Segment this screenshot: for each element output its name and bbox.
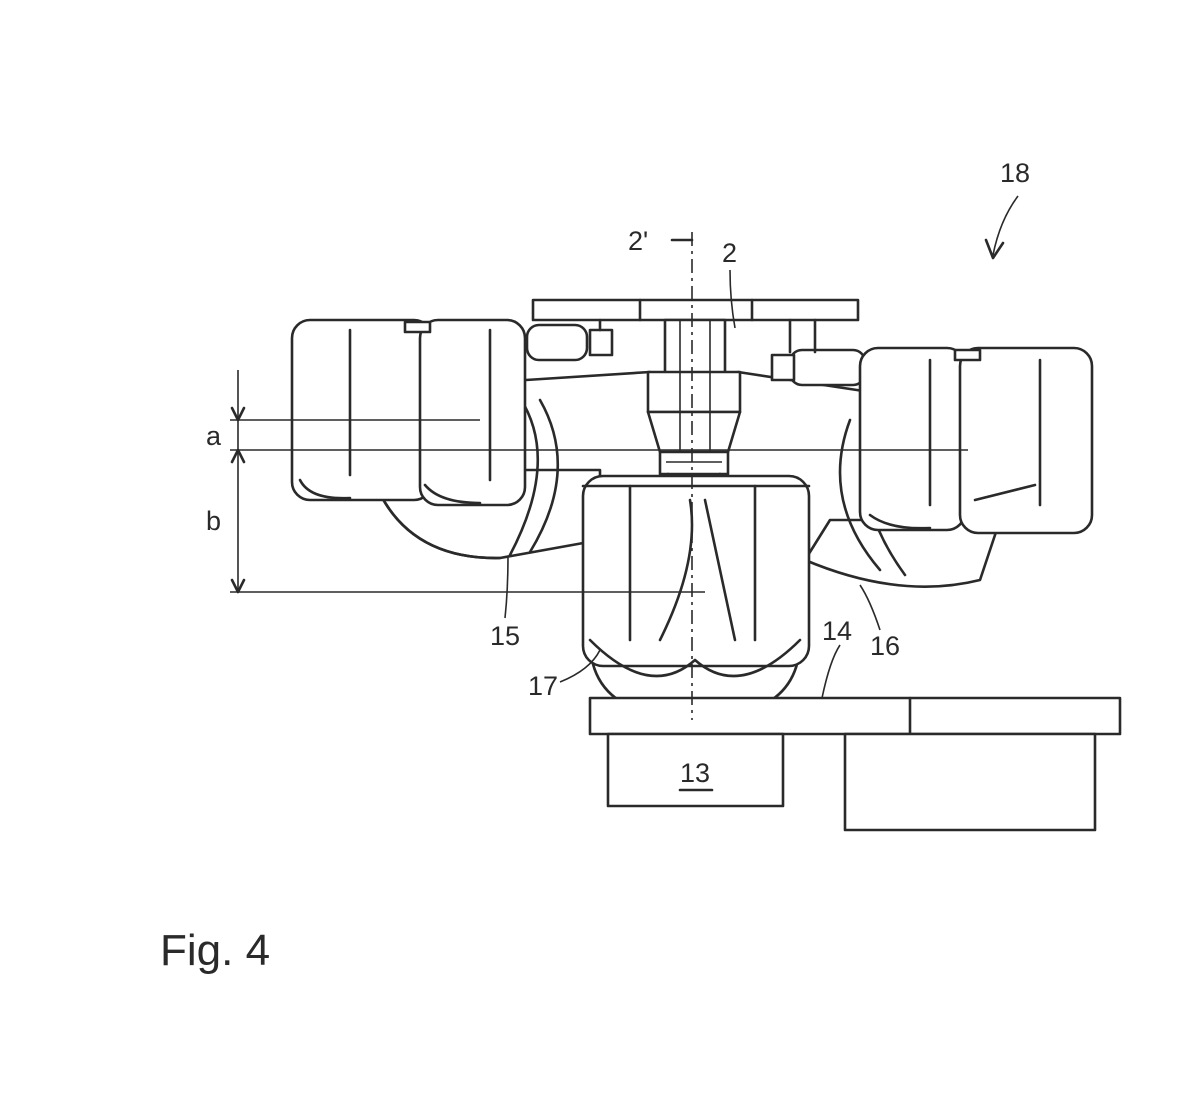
dimension-lines xyxy=(230,370,968,594)
label-16: 16 xyxy=(870,631,900,661)
label-b: b xyxy=(206,506,221,536)
leader-lines xyxy=(504,195,1019,699)
support-block-13 xyxy=(606,732,785,808)
label-18: 18 xyxy=(1000,158,1030,188)
label-13: 13 xyxy=(680,758,710,788)
conveyor-plate-14 xyxy=(588,696,1122,736)
top-mounting-plate xyxy=(531,298,860,322)
label-2: 2 xyxy=(722,238,737,268)
label-2-prime: 2' xyxy=(628,226,648,256)
figure-caption: Fig. 4 xyxy=(160,926,270,975)
label-14: 14 xyxy=(822,616,852,646)
support-block-right xyxy=(843,732,1097,832)
right-bracket xyxy=(770,318,867,387)
label-17: 17 xyxy=(528,671,558,701)
label-a: a xyxy=(206,421,222,451)
left-bracket xyxy=(525,318,614,362)
right-gripper-16 xyxy=(803,346,1094,588)
center-gripper-17 xyxy=(581,474,811,720)
label-15: 15 xyxy=(490,621,520,651)
left-gripper-15 xyxy=(290,318,602,560)
